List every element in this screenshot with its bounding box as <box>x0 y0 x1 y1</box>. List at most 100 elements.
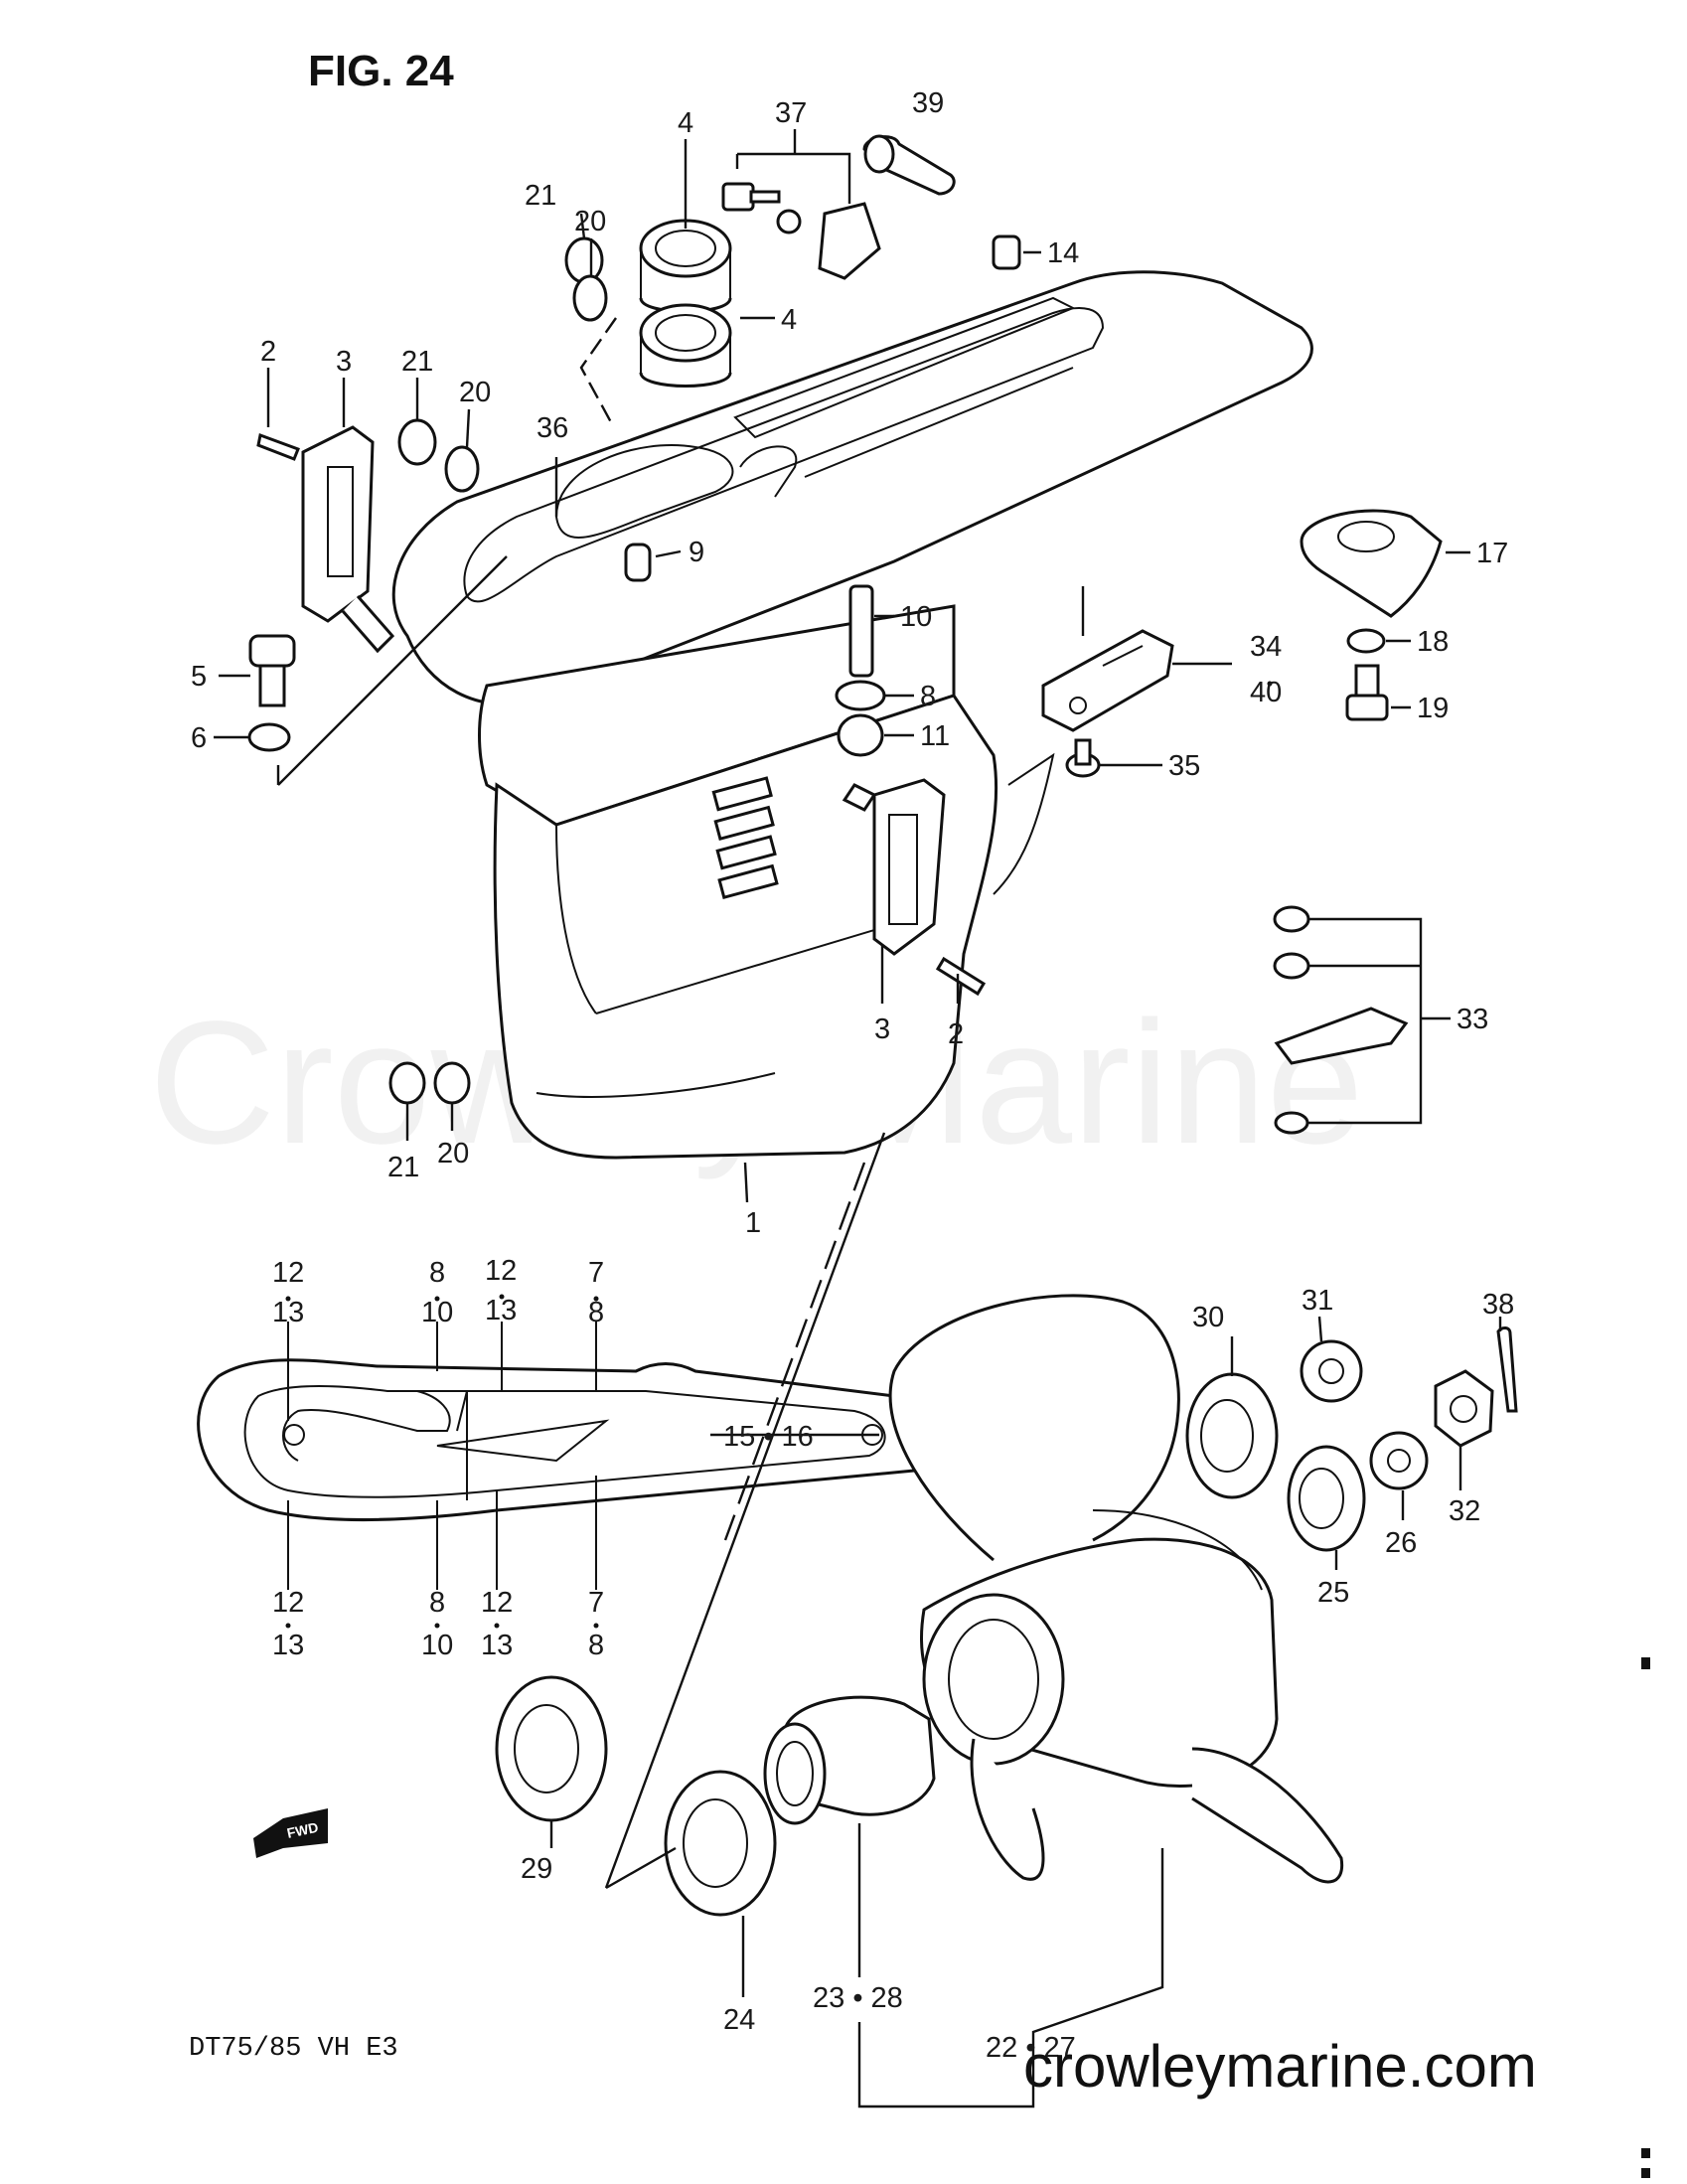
callout-26: 26 <box>1385 1527 1417 1559</box>
part-37-assembly <box>721 129 881 280</box>
gasket-callout-13-bottom-left: 13 <box>272 1630 304 1661</box>
gasket-callout-12-top-mid: 12 <box>485 1255 517 1287</box>
part-2-screw-right <box>935 956 987 997</box>
gasket-callout-7-bottom: 7 <box>588 1587 604 1619</box>
callout-20-top: 20 <box>574 206 606 237</box>
callout-11: 11 <box>920 720 950 752</box>
part-24-thrust-washer <box>664 1770 777 1917</box>
part-38-cotter-pin <box>1496 1326 1518 1413</box>
callout-38: 38 <box>1482 1289 1514 1321</box>
part-11-nut <box>837 713 884 757</box>
callout-21-mid: 21 <box>401 346 433 378</box>
part-6-washer <box>247 722 291 752</box>
gasket-callout-13-top-left: 13 <box>272 1297 304 1328</box>
callout-20-lower: 20 <box>437 1138 469 1170</box>
callout-24: 24 <box>723 2004 755 2036</box>
part-2-screw-left <box>256 432 300 461</box>
part-3-anode-right <box>842 778 946 956</box>
part-25-washer <box>1287 1445 1366 1552</box>
part-30-spacer <box>1185 1372 1279 1499</box>
gasket-callout-12-top-left: 12 <box>272 1257 304 1289</box>
callout-37: 37 <box>775 97 807 129</box>
part-19-bolt <box>1345 664 1389 721</box>
callout-22-27: 22 • 27 <box>986 2032 1076 2064</box>
part-14-sleeve <box>992 234 1021 270</box>
scan-mark <box>1641 1657 1650 1669</box>
gasket-dots <box>285 681 1273 1629</box>
callout-17: 17 <box>1476 538 1508 569</box>
callout-3-right: 3 <box>874 1014 890 1045</box>
callout-32: 32 <box>1449 1495 1480 1527</box>
callout-8: 8 <box>920 681 936 712</box>
part-34-anode-plate <box>1041 629 1174 732</box>
part-26-lock-washer <box>1369 1431 1429 1490</box>
gasket-15-16 <box>197 1358 941 1521</box>
part-32-nut <box>1434 1369 1494 1448</box>
part-31-lock-washer <box>1300 1339 1363 1403</box>
model-code: DT75/85 VH E3 <box>189 2034 398 2064</box>
part-4-bearing-lower <box>639 303 732 388</box>
callout-40: 40 <box>1250 677 1282 708</box>
callout-33: 33 <box>1457 1004 1488 1035</box>
website-text: crowleymarine.com <box>1023 2033 1537 2100</box>
part-20-washer-top <box>572 274 608 322</box>
gasket-callout-8-top: 8 <box>429 1257 445 1289</box>
gear-case-housing <box>391 270 1313 1160</box>
callout-21-top: 21 <box>525 180 556 212</box>
callout-25: 25 <box>1317 1577 1349 1609</box>
part-4-bearing-upper <box>639 219 732 313</box>
gasket-callout-10-top: 10 <box>421 1297 453 1328</box>
callout-3-left: 3 <box>336 346 352 378</box>
callout-20-mid: 20 <box>459 377 491 408</box>
callout-10: 10 <box>900 601 932 633</box>
callout-1: 1 <box>745 1207 761 1239</box>
scan-mark <box>1641 2168 1650 2178</box>
callout-2-left: 2 <box>260 336 276 368</box>
callout-18: 18 <box>1417 626 1449 658</box>
callout-4-bottom: 4 <box>781 304 797 336</box>
part-21-plug-mid <box>397 418 437 466</box>
gasket-callout-7-top: 7 <box>588 1257 604 1289</box>
callout-15-16: 15 • 16 <box>723 1421 814 1453</box>
callout-30: 30 <box>1192 1302 1224 1333</box>
fwd-badge-text: FWD <box>285 1819 320 1841</box>
scan-mark <box>1641 2148 1650 2158</box>
part-8-washer <box>835 680 886 711</box>
callout-21-lower: 21 <box>387 1152 419 1183</box>
gasket-callout-12-bottom-mid: 12 <box>481 1587 513 1619</box>
gasket-callout-13-bottom-mid: 13 <box>481 1630 513 1661</box>
part-5-bolt <box>248 634 296 707</box>
callout-39: 39 <box>912 87 944 119</box>
callout-29: 29 <box>521 1853 552 1885</box>
part-17-trim-tab <box>1300 509 1443 618</box>
callout-5: 5 <box>191 661 207 693</box>
part-21-plug-top <box>564 236 604 284</box>
part-33-kit <box>1273 905 1451 1135</box>
part-18-washer <box>1346 628 1386 654</box>
part-21-plug-lower <box>388 1061 426 1105</box>
gasket-callout-8-bottom: 8 <box>429 1587 445 1619</box>
gasket-callout-10-bottom: 10 <box>421 1630 453 1661</box>
gasket-callout-13-top-mid: 13 <box>485 1295 517 1326</box>
part-9-pin <box>624 543 652 582</box>
callout-35: 35 <box>1168 750 1200 782</box>
gasket-callout-12-bottom-left: 12 <box>272 1587 304 1619</box>
part-29-spacer <box>495 1675 608 1822</box>
fwd-arrow-icon: FWD <box>253 1808 328 1858</box>
part-23-28-bushing <box>763 1695 936 1825</box>
callout-23-28: 23 • 28 <box>813 1982 903 2014</box>
callout-31: 31 <box>1302 1285 1333 1317</box>
part-10-stud <box>848 584 874 678</box>
part-35-screw <box>1065 738 1101 778</box>
callout-19: 19 <box>1417 693 1449 724</box>
gasket-callout-8-top-right: 8 <box>588 1297 604 1328</box>
callout-9: 9 <box>689 537 704 568</box>
callout-14: 14 <box>1047 237 1079 269</box>
gasket-callout-8-bottom-right: 8 <box>588 1630 604 1661</box>
part-20-washer-lower <box>433 1061 471 1105</box>
callout-6: 6 <box>191 722 207 754</box>
figure-title: FIG. 24 <box>308 47 454 95</box>
callout-labels: 1 2 2 3 3 4 4 5 6 8 9 10 11 14 17 18 19 … <box>191 87 1514 2064</box>
part-20-washer-mid <box>444 445 480 493</box>
callout-4-top: 4 <box>678 107 693 139</box>
